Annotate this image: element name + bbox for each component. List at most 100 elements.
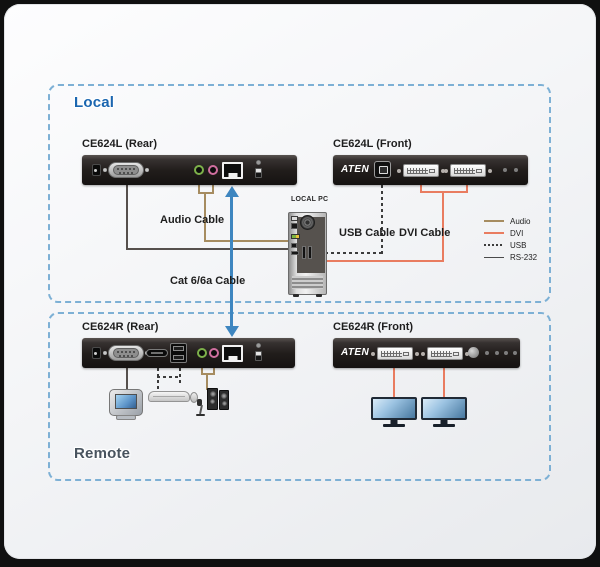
pc-port: [291, 251, 299, 255]
dvi-port-2: [421, 347, 469, 360]
pc-io-ports: [291, 234, 300, 239]
aten-logo: ATEN: [341, 347, 370, 358]
zone-local-label: Local: [74, 94, 115, 111]
pc-port: [291, 243, 297, 248]
legend-item-usb: USB: [484, 239, 537, 251]
keyboard: [148, 391, 190, 402]
legend-swatch-usb: [484, 244, 504, 246]
audio-jack-pink: [209, 348, 219, 358]
device-label-ce624l-front: CE624L (Front): [333, 138, 412, 150]
audio-jack-green: [197, 348, 207, 358]
led-indicator: [495, 351, 499, 355]
device-label-ce624r-front: CE624R (Front): [333, 321, 414, 333]
monitor-neck: [440, 420, 448, 424]
legend: Audio DVI USB RS-232: [484, 215, 537, 263]
led-indicator: [256, 343, 261, 348]
speaker: [219, 390, 229, 410]
led-indicator: [256, 160, 261, 165]
pc-psu-switch: [291, 223, 298, 229]
legend-item-rs232: RS-232: [484, 251, 537, 263]
dvi-cable-bracket: [420, 191, 468, 193]
rj45-port: [222, 345, 243, 362]
led-indicator: [514, 168, 518, 172]
pushbutton: [468, 347, 479, 358]
zone-local: [48, 84, 551, 303]
monitor-base: [383, 424, 405, 427]
audio-cable-stub-green: [198, 185, 200, 193]
legend-label-rs232: RS-232: [510, 252, 538, 262]
touchscreen-base: [116, 415, 136, 420]
usb-cable-label: USB Cable: [339, 227, 396, 239]
monitor-base: [433, 424, 455, 427]
pc-vents: [292, 276, 323, 289]
zone-remote: [48, 312, 551, 481]
touchscreen-screen: [115, 394, 137, 409]
legend-swatch-dvi: [484, 232, 504, 234]
dvi-cable-stub-1: [420, 185, 422, 192]
usb-cable-line-vertical: [381, 185, 383, 254]
speaker: [207, 388, 218, 410]
local-pc-label: LOCAL PC: [291, 196, 329, 203]
usb-cable-line-horizontal: [301, 252, 383, 254]
pc-fan: [300, 215, 315, 230]
legend-swatch-audio: [484, 220, 504, 222]
power-jack: [92, 347, 101, 359]
rs232-cable-line-vertical: [126, 185, 128, 249]
device-ce624r-front: ATEN: [333, 338, 520, 368]
mode-switch: [255, 168, 262, 178]
dvi-cable-line-vertical: [442, 191, 444, 262]
legend-label-usb: USB: [510, 240, 527, 250]
audio-cable-label: Audio Cable: [160, 214, 225, 226]
device-label-ce624r-rear: CE624R (Rear): [82, 321, 159, 333]
legend-label-dvi: DVI: [510, 228, 524, 238]
device-label-ce624l-rear: CE624L (Rear): [82, 138, 157, 150]
pc-foot: [293, 294, 299, 297]
led-indicator: [513, 351, 517, 355]
aten-logo: ATEN: [341, 164, 370, 175]
audio-cable-remote-vertical: [206, 373, 208, 390]
dvi-port-1: [371, 347, 419, 360]
usb-port-stacked: [170, 343, 187, 363]
dvi-cable-label: DVI Cable: [399, 227, 451, 239]
dvi-port-2: [444, 164, 492, 177]
audio-cable-remote-stub-pink: [213, 368, 215, 374]
local-pc-tower: [288, 212, 327, 297]
audio-cable-line-vertical: [204, 192, 206, 242]
rs232-cable-remote: [126, 368, 128, 390]
led-indicator: [485, 351, 489, 355]
cat-cable-line: [230, 196, 233, 327]
usb-cable-remote-keyboard: [157, 368, 159, 389]
audio-cable-line-horizontal: [205, 240, 299, 242]
monitor-neck: [390, 420, 398, 424]
pc-psu-socket: [291, 216, 298, 221]
dvi-port-1: [397, 164, 445, 177]
device-ce624r-rear: [82, 338, 295, 368]
monitor-screen: [373, 399, 415, 418]
mode-switch: [255, 351, 262, 361]
rs232-cable-line-horizontal: [126, 248, 299, 250]
dvi-cable-line-horizontal: [301, 260, 444, 262]
monitor-1: [371, 397, 417, 427]
pc-expansion-slot: [308, 246, 312, 259]
usb-b-port: [374, 161, 391, 178]
legend-item-dvi: DVI: [484, 227, 537, 239]
audio-cable-bracket: [198, 192, 214, 194]
audio-cable-stub-pink: [212, 185, 214, 193]
usb-port-flat: [146, 349, 168, 357]
rj45-port: [222, 162, 243, 179]
monitor-2: [421, 397, 467, 427]
usb-cable-remote-bracket: [157, 376, 181, 378]
led-indicator: [504, 351, 508, 355]
pc-expansion-slot: [302, 246, 306, 259]
audio-cable-remote-stub-green: [201, 368, 203, 374]
cat-cable-label: Cat 6/6a Cable: [170, 275, 246, 287]
dvi-cable-remote-monitor1: [393, 368, 395, 398]
monitor-screen: [423, 399, 465, 418]
led-indicator: [503, 168, 507, 172]
db9-serial-port: [103, 162, 149, 178]
db9-serial-port: [103, 345, 149, 361]
mouse: [190, 392, 198, 403]
legend-label-audio: Audio: [510, 216, 531, 226]
legend-item-audio: Audio: [484, 215, 537, 227]
